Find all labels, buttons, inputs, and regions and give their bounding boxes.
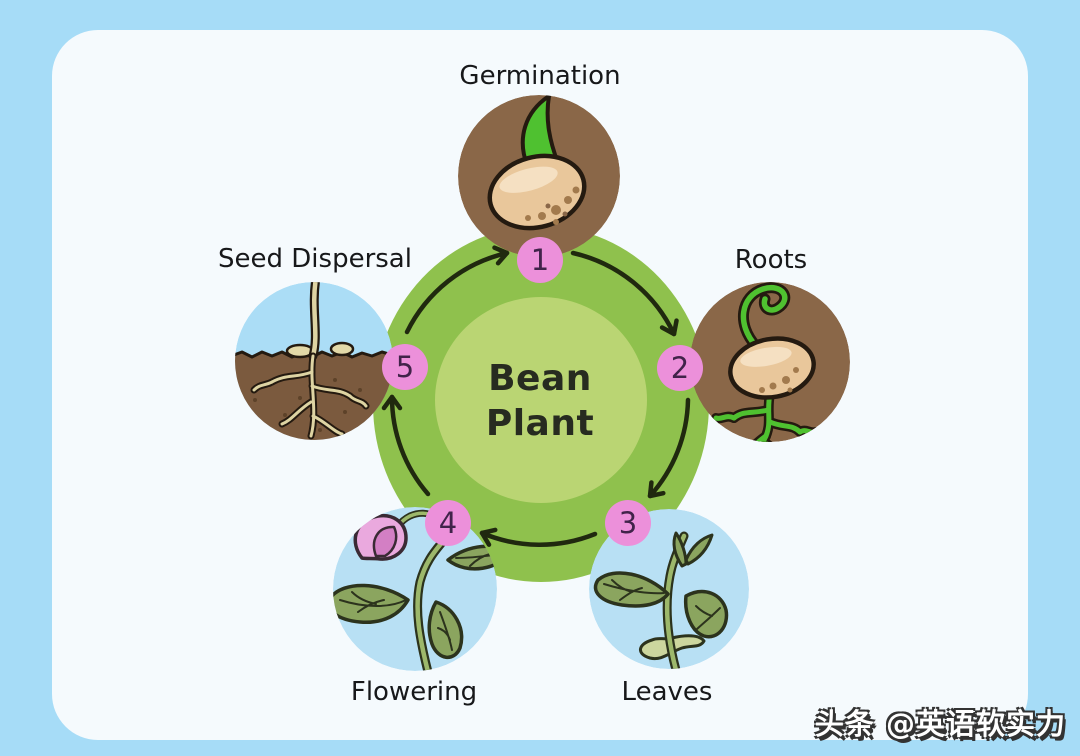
stage-circle-flowering — [333, 507, 497, 671]
arrow-2-to-3 — [647, 397, 691, 499]
stage-label-germination: Germination — [459, 61, 621, 91]
stage-circle-germination — [458, 95, 620, 257]
sprouting-bean-seed-icon — [487, 95, 587, 231]
stage-number-badge-1: 1 — [517, 237, 563, 283]
stage-number-badge-3: 3 — [605, 500, 651, 546]
cycle-ring — [373, 226, 709, 582]
stage-label-flowering: Flowering — [350, 677, 478, 707]
arrow-1-to-2 — [570, 250, 679, 337]
arrow-4-to-5 — [381, 394, 431, 497]
stage-number-badge-2: 2 — [657, 345, 703, 391]
arrow-3-to-4 — [479, 527, 598, 547]
bean-seed-with-roots-icon — [711, 282, 821, 442]
cycle-arrows — [381, 245, 691, 547]
stage-circle-roots — [690, 282, 850, 442]
stage-circle-seed-dispersal — [235, 282, 393, 440]
stage-number-badge-5: 5 — [382, 344, 428, 390]
seedling-with-leaves-icon — [593, 531, 729, 669]
stage-number-badge-4: 4 — [425, 500, 471, 546]
roots-in-soil-icon — [235, 282, 393, 440]
arrow-5-to-1 — [404, 245, 510, 335]
watermark: 头条 @英语软实力 — [814, 707, 1066, 741]
stage-label-seed-dispersal: Seed Dispersal — [218, 244, 412, 274]
stage-label-leaves: Leaves — [621, 677, 713, 707]
stage-circle-leaves — [589, 509, 749, 669]
stage-label-roots: Roots — [734, 245, 808, 275]
cycle-title: Bean Plant — [485, 358, 595, 444]
